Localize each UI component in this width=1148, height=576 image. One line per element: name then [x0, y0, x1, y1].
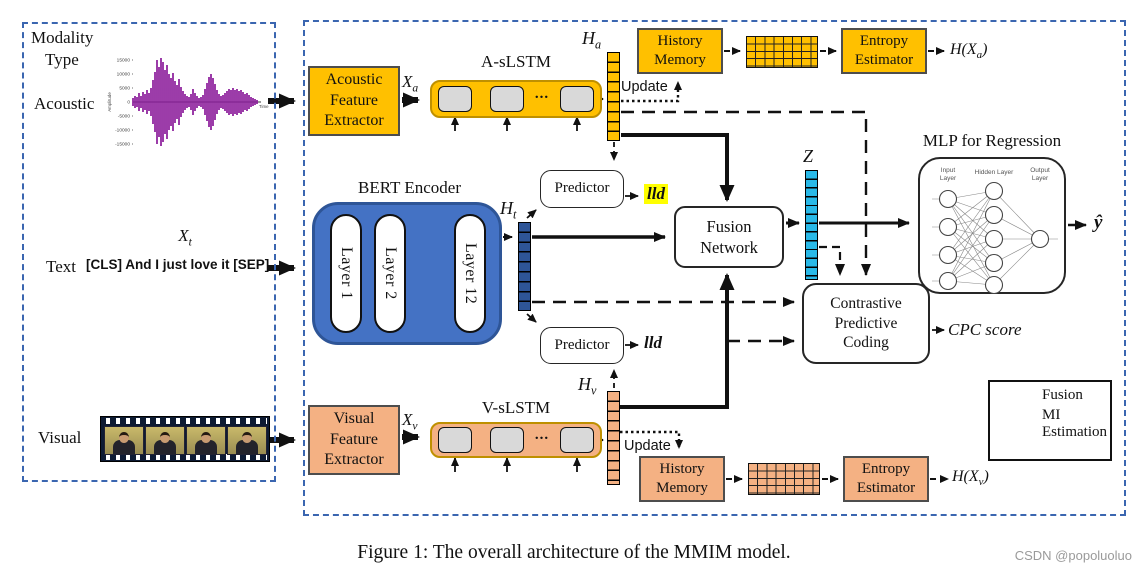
wave-trace — [132, 58, 258, 146]
cpc-score-label: CPC score — [948, 320, 1022, 339]
history-memory-acoustic: History Memory — [637, 28, 723, 74]
acoustic-waveform: 15000 10000 5000 0 -5000 -10000 -15000 A… — [107, 58, 269, 148]
arrow-ha-update — [621, 81, 682, 103]
lld-output-bottom: lld — [644, 333, 662, 352]
a-slstm-dots: ... — [534, 86, 550, 102]
xt-label: Xt — [178, 226, 192, 249]
lstm-cell — [490, 86, 524, 112]
z-vector — [805, 170, 818, 280]
memory-grid-visual — [748, 463, 820, 495]
lstm-cell — [560, 427, 594, 453]
filmstrip-sprockets-top — [103, 418, 267, 424]
utterance-text: [CLS] And I just love it [SEP] — [86, 257, 270, 272]
predictor-paths — [526, 142, 945, 388]
wave-ytick: -5000 — [118, 114, 131, 120]
bert-layer-2: Layer 2 — [374, 214, 406, 333]
legend-mi-label-line1: MI — [1042, 407, 1061, 423]
legend-mi-label-line2: Estimation — [1042, 424, 1107, 440]
wave-xlabel: Time — [259, 104, 269, 109]
entropy-estimator-acoustic: Entropy Estimator — [841, 28, 927, 74]
legend-fusion-label: Fusion — [1042, 387, 1083, 403]
wave-ytick: 0 — [127, 100, 130, 106]
figure-caption: Figure 1: The overall architecture of th… — [357, 542, 791, 563]
svg-text:Layer: Layer — [940, 175, 957, 182]
lld-output-top: lld — [644, 184, 668, 204]
arrow-z-to-cpc — [819, 245, 845, 276]
arrow-ha-to-fusion — [621, 133, 735, 202]
legend — [988, 380, 1112, 461]
lstm-cell — [490, 427, 524, 453]
visual-feature-extractor: Visual Feature Extractor — [308, 405, 400, 475]
predictor-bottom: Predictor — [540, 327, 624, 364]
mlp-output-layer-label: Output — [1030, 167, 1050, 174]
ha-vector — [607, 52, 620, 141]
acoustic-label: Acoustic — [34, 94, 95, 113]
mlp-input-layer-label: Input — [941, 167, 956, 174]
wave-ytick: 15000 — [117, 58, 131, 64]
z-label: Z — [803, 146, 814, 166]
modality-panel — [22, 22, 276, 482]
lstm-cell — [438, 86, 472, 112]
fusion-network: Fusion Network — [674, 206, 784, 268]
wave-ytick: -10000 — [115, 128, 130, 134]
mlp-hidden-layer-label: Hidden Layer — [975, 169, 1014, 176]
visual-filmstrip — [100, 416, 270, 462]
text-label: Text — [46, 257, 76, 276]
history-memory-visual: History Memory — [639, 456, 725, 502]
ha-label: Ha — [582, 28, 602, 52]
acoustic-feature-extractor: Acoustic Feature Extractor — [308, 66, 400, 136]
bert-title: BERT Encoder — [357, 178, 461, 197]
video-frame — [104, 426, 144, 455]
arrow-ht-to-predictor-bottom — [526, 313, 537, 323]
contrastive-predictive-coding: Contrastive Predictive Coding — [802, 283, 930, 364]
hv-label: Hv — [578, 374, 597, 398]
arrow-hv-to-fusion — [620, 273, 735, 409]
arrow-ht-to-predictor-top — [526, 209, 537, 219]
wave-ytick: -15000 — [115, 142, 130, 148]
yhat-label: ŷ — [1094, 212, 1103, 233]
wave-ytick: 5000 — [119, 86, 130, 92]
mlp-network-diagram: Input Layer Hidden Layer Output Layer — [932, 167, 1058, 294]
predictor-top: Predictor — [540, 170, 624, 208]
memory-grid-acoustic — [746, 36, 818, 68]
filmstrip-sprockets-bottom — [103, 454, 267, 460]
bert-layer-12: Layer 12 — [454, 214, 486, 333]
memory-row-arrows — [724, 47, 949, 483]
model-panel — [303, 20, 1126, 516]
video-frame — [145, 426, 185, 455]
entropy-estimator-visual: Entropy Estimator — [843, 456, 929, 502]
update-label-top: Update — [621, 79, 668, 95]
v-slstm-dots: ... — [534, 427, 550, 443]
v-slstm-title: V-sLSTM — [481, 398, 551, 417]
modality-title-line2: Type — [45, 50, 79, 69]
watermark: CSDN @popoluoluo — [1014, 548, 1132, 563]
modality-input-arrows — [268, 92, 420, 448]
lstm-cell — [438, 427, 472, 453]
update-label-bottom: Update — [624, 438, 671, 454]
wave-ylabel: Amplitude — [107, 92, 112, 112]
svg-text:Layer: Layer — [1032, 175, 1049, 182]
xv-label: Xv — [402, 410, 418, 433]
visual-label: Visual — [38, 428, 82, 447]
update-paths — [620, 81, 683, 449]
video-frame — [227, 426, 267, 455]
fusion-paths — [532, 133, 1087, 409]
a-slstm-title: A-sLSTM — [481, 52, 551, 71]
ht-vector — [518, 222, 531, 311]
hv-vector — [607, 391, 620, 485]
bert-layer-1: Layer 1 — [330, 214, 362, 333]
ht-label: Ht — [500, 198, 517, 222]
entropy-output-acoustic: H(Xa) — [950, 41, 988, 62]
mlp-title: MLP for Regression — [922, 131, 1062, 150]
entropy-output-visual: H(Xv) — [952, 468, 989, 489]
video-frame — [186, 426, 226, 455]
mi-longdash-paths — [532, 110, 871, 346]
xa-label: Xa — [402, 72, 419, 95]
lstm-cell — [560, 86, 594, 112]
wave-ytick: 10000 — [117, 72, 131, 78]
modality-title-line1: Modality — [31, 28, 94, 47]
